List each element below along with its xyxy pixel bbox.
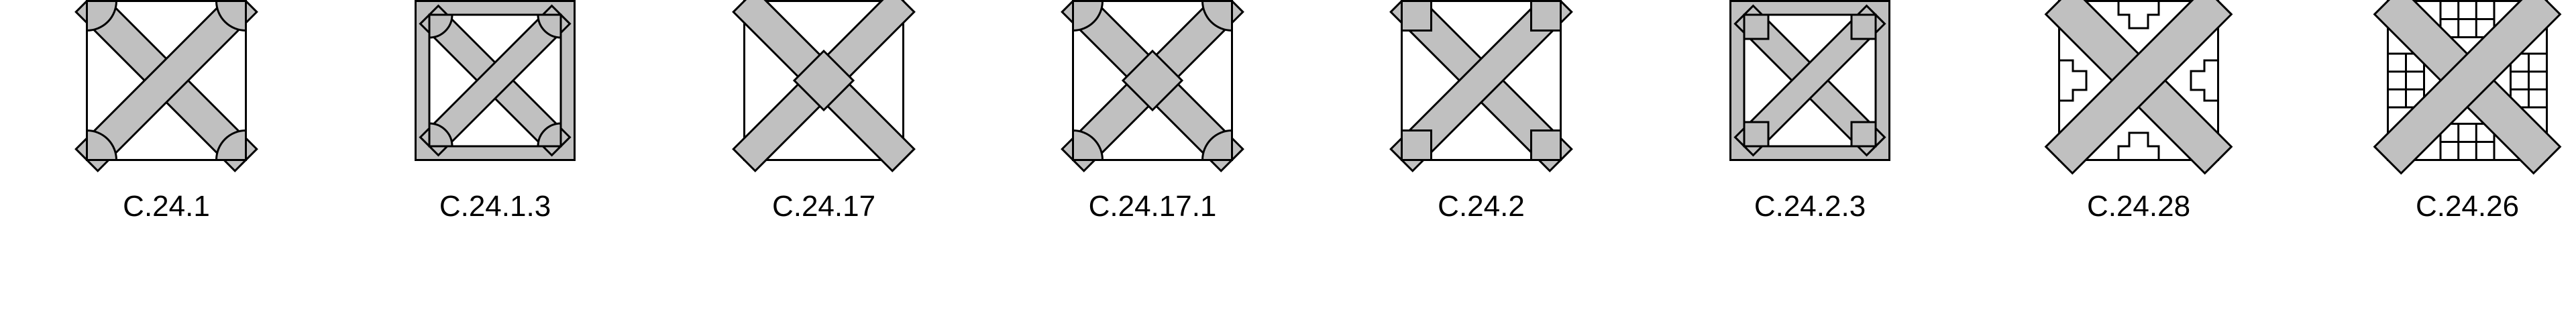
corner-quarter-circle xyxy=(428,122,453,148)
corner-quarter-circle xyxy=(86,129,118,161)
diagonal-band xyxy=(2373,0,2562,175)
pattern-code-label: C.24.1.3 xyxy=(439,190,551,223)
stepped-edge-block xyxy=(2190,59,2218,102)
cross-stepped-edge-blocks-icon xyxy=(2044,0,2233,175)
corner-square xyxy=(1401,0,1432,32)
centre-diamond xyxy=(792,49,855,112)
cross-quarter-circle-corners-icon xyxy=(74,0,258,172)
corner-quarter-circle xyxy=(537,13,562,39)
diagonal-band xyxy=(74,0,258,172)
edge-motif-group xyxy=(2510,52,2548,109)
edge-motif-group xyxy=(2117,1,2160,30)
stepped-edge-block xyxy=(2117,1,2160,30)
corner-square xyxy=(1530,0,1562,32)
corner-quarter-circle xyxy=(86,0,118,32)
corner-square xyxy=(1850,13,1877,40)
cross-grid-edge-blocks-icon xyxy=(2373,0,2562,175)
diagonal-band xyxy=(1733,4,1886,157)
corner-quarter-circle xyxy=(215,129,247,161)
edge-motif-group xyxy=(2439,0,2496,38)
framed-cross-quarter-circle-corners-icon xyxy=(415,0,576,161)
framed-cross-square-corners-icon xyxy=(1729,0,1890,161)
pattern-code-label: C.24.17.1 xyxy=(1088,190,1217,223)
pattern-code-label: C.24.26 xyxy=(2415,190,2520,223)
diagonal-band xyxy=(1389,0,1573,172)
corner-quarter-circle xyxy=(1201,0,1233,32)
edge-motif-group xyxy=(2190,59,2218,102)
pattern-c-24-17: C.24.17 xyxy=(732,0,916,322)
grid-edge-lines xyxy=(2510,54,2547,107)
corner-square xyxy=(1401,129,1432,161)
pattern-c-24-2: C.24.2 xyxy=(1389,0,1573,322)
pattern-c-24-28: C.24.28 xyxy=(2044,0,2233,322)
pattern-c-24-1: C.24.1 xyxy=(74,0,258,322)
pattern-code-label: C.24.2 xyxy=(1438,190,1525,223)
pattern-c-24-1-3: C.24.1.3 xyxy=(415,0,576,322)
corner-square xyxy=(1743,121,1770,148)
edge-motif-group xyxy=(2439,123,2496,161)
cross-square-corners-icon xyxy=(1389,0,1573,172)
stepped-edge-block xyxy=(2117,131,2160,160)
cross-centre-diamond-quarter-circle-corners-icon xyxy=(1061,0,1244,172)
corner-square xyxy=(1743,13,1770,40)
diagonal-band xyxy=(419,4,572,157)
pattern-code-label: C.24.17 xyxy=(771,190,876,223)
stepped-edge-block xyxy=(2059,59,2088,102)
grid-edge-lines xyxy=(2440,1,2494,38)
pattern-c-24-2-3: C.24.2.3 xyxy=(1729,0,1890,322)
corner-quarter-circle xyxy=(1072,129,1104,161)
grid-edge-lines xyxy=(2440,123,2494,160)
pattern-code-label: C.24.1 xyxy=(123,190,210,223)
edge-motif-group xyxy=(2059,59,2088,102)
corner-quarter-circle xyxy=(537,122,562,148)
corner-quarter-circle xyxy=(1201,129,1233,161)
corner-quarter-circle xyxy=(1072,0,1104,32)
pattern-c-24-17-1: C.24.17.1 xyxy=(1061,0,1244,322)
diagonal-band xyxy=(2044,0,2233,175)
corner-quarter-circle xyxy=(428,13,453,39)
pattern-code-label: C.24.28 xyxy=(2086,190,2191,223)
corner-square xyxy=(1850,121,1877,148)
pattern-c-24-26: C.24.26 xyxy=(2373,0,2562,322)
cross-centre-diamond-icon xyxy=(732,0,916,172)
grid-edge-lines xyxy=(2387,54,2424,107)
edge-motif-group xyxy=(2387,52,2425,109)
centre-diamond xyxy=(1121,49,1184,112)
pattern-code-label: C.24.2.3 xyxy=(1754,190,1866,223)
corner-quarter-circle xyxy=(215,0,247,32)
corner-square xyxy=(1530,129,1562,161)
edge-motif-group xyxy=(2117,131,2160,160)
